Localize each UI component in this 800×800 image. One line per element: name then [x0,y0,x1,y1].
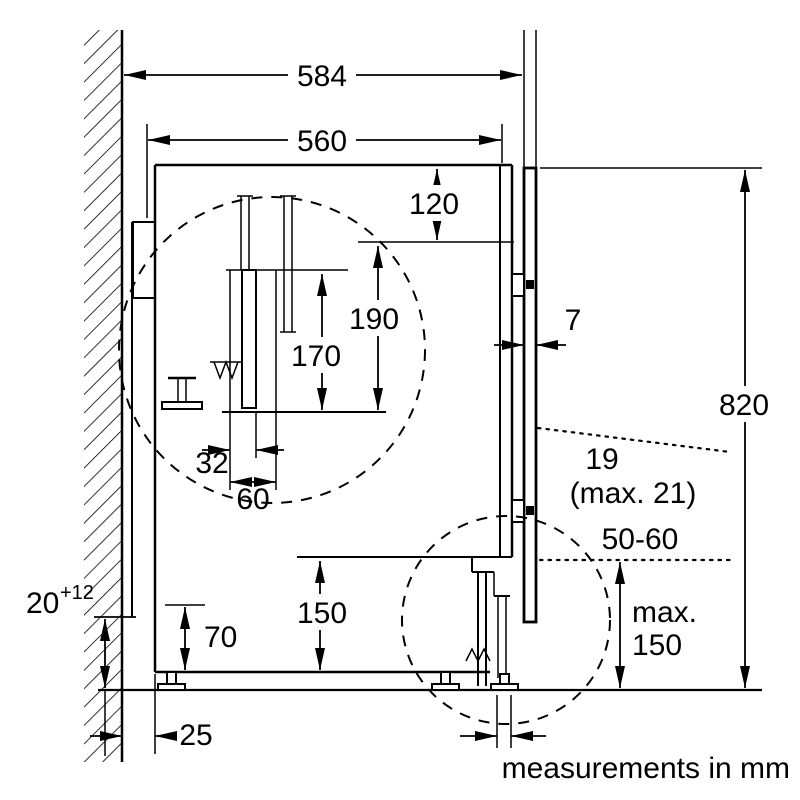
ratchet-symbol [213,359,239,381]
foot-plinth-stem [499,673,510,685]
dim-label-20-tolerance: +12 [60,582,94,604]
dim-19: 19 (max. 21) [536,426,732,510]
foot-right-base [431,683,460,691]
detail-circle-large [118,196,426,504]
foot-right-stem [440,671,451,685]
foot-left-stem [166,671,177,685]
dim-label-25: 25 [179,719,212,752]
bracket-detail [118,195,426,504]
dim-label-max: max. [632,596,697,629]
unit-note: measurements in mm [502,752,790,785]
adjustable-feet [157,671,460,691]
dim-label-584: 584 [297,60,347,93]
foot-left-base [157,683,186,691]
dim-560: 560 [146,122,503,218]
dim-max-150: max. 150 [615,562,697,688]
dim-label-max-150: 150 [632,629,682,662]
dim-label-820: 820 [719,389,769,422]
plinth-detail [401,515,611,725]
dim-7: 7 [494,304,582,350]
dim-label-190: 190 [349,303,399,336]
dim-70: 70 [165,604,237,670]
wall [84,30,124,762]
dim-plinth-thickness [460,695,546,748]
dim-label-max21: (max. 21) [570,477,697,510]
foot-plinth-base [490,683,519,691]
ratchet-symbol-plinth [465,647,491,663]
dim-label-60: 60 [236,483,269,516]
dim-label-560: 560 [297,125,347,158]
appliance-body [153,163,514,674]
dim-50-60: 50-60 [538,523,737,562]
dim-32: 32 [195,445,284,480]
detail-circle-small [401,515,611,725]
furniture-door-panel [511,30,538,624]
dim-820: 820 [540,167,778,688]
dim-label-19: 19 [585,443,618,476]
dim-label-20: 20 [26,587,59,620]
dim-20-plus-12: 20 +12 [26,582,136,756]
dim-label-70: 70 [204,621,237,654]
dim-25: 25 [90,674,213,754]
dim-150: 150 [288,561,356,670]
dim-label-50-60: 50-60 [602,523,679,556]
dim-584: 584 [124,57,522,93]
dim-label-7: 7 [565,304,582,337]
dim-170: 170 [282,274,350,410]
hinge-top [511,273,525,297]
wall-hatching [84,30,122,762]
dim-190: 190 [340,246,408,410]
dim-label-150: 150 [297,597,347,630]
dim-60: 60 [230,477,276,516]
dim-label-120: 120 [409,188,459,221]
dim-120: 120 [358,169,514,243]
dim-label-32: 32 [195,447,228,480]
hinge-bottom [511,499,525,523]
dim-label-170: 170 [291,340,341,373]
bracket-foot [161,401,203,410]
